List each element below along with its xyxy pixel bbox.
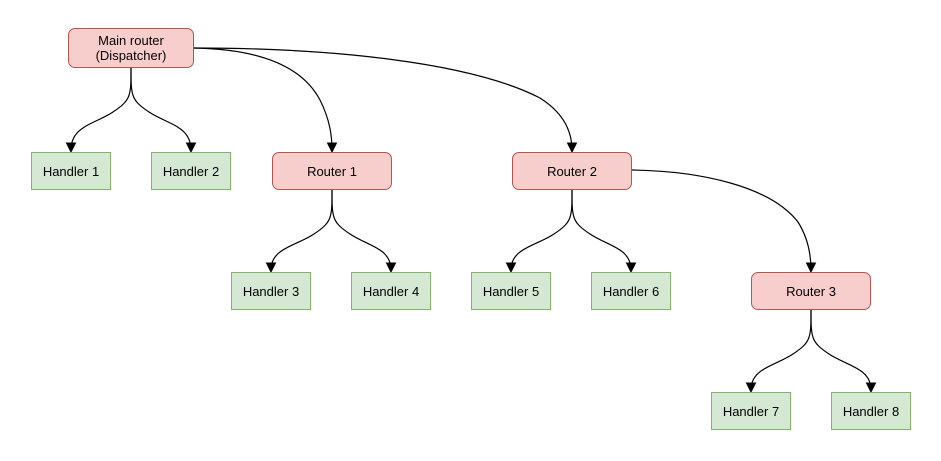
edge-router-1-to-handler-4 (331, 189, 392, 271)
arrowhead-head-handler-1 (65, 142, 77, 154)
edge-router-3-to-handler-7 (750, 309, 812, 391)
arrowhead-head-handler-8 (865, 382, 877, 394)
node-handler-7[interactable]: Handler 7 (711, 392, 791, 430)
node-label: Handler 2 (162, 163, 220, 179)
node-label: Handler 6 (602, 283, 660, 299)
arrowhead-head-handler-5 (505, 262, 517, 274)
arrowhead-head-router-3 (805, 262, 817, 274)
node-main-router[interactable]: Main router (Dispatcher) (68, 28, 194, 68)
node-handler-8[interactable]: Handler 8 (831, 392, 911, 430)
node-label: Handler 1 (42, 163, 100, 179)
node-label: Handler 7 (722, 403, 780, 419)
node-label: Handler 4 (362, 283, 420, 299)
node-label: Router 1 (307, 163, 357, 179)
node-router-3[interactable]: Router 3 (751, 272, 871, 310)
arrowhead-head-handler-2 (185, 142, 197, 154)
edge-router-1-to-handler-3 (270, 189, 333, 271)
node-handler-3[interactable]: Handler 3 (231, 272, 311, 310)
node-handler-2[interactable]: Handler 2 (151, 152, 231, 190)
edge-router-2-to-handler-6 (571, 189, 632, 271)
arrowhead-head-router-1 (326, 142, 338, 154)
edge-router-2-to-handler-5 (510, 189, 573, 271)
node-label: Handler 8 (842, 403, 900, 419)
node-label: Handler 3 (242, 283, 300, 299)
edge-main-to-handler-1 (70, 67, 132, 151)
arrowhead-head-router-2 (566, 142, 578, 154)
edge-router-3-to-handler-8 (810, 309, 872, 391)
node-label: Handler 5 (482, 283, 540, 299)
edge-main-to-router-1 (193, 47, 333, 151)
arrowhead-head-handler-4 (385, 262, 397, 274)
arrowhead-head-handler-7 (745, 382, 757, 394)
edge-main-to-handler-2 (130, 67, 192, 151)
node-label: Router 2 (547, 163, 597, 179)
node-handler-4[interactable]: Handler 4 (351, 272, 431, 310)
arrowhead-head-handler-3 (265, 262, 277, 274)
node-handler-1[interactable]: Handler 1 (31, 152, 111, 190)
node-label: Router 3 (786, 283, 836, 299)
node-label: Main router (Dispatcher) (95, 33, 167, 63)
arrowhead-head-handler-6 (625, 262, 637, 274)
edge-router-2-to-router-3 (631, 169, 812, 271)
node-handler-6[interactable]: Handler 6 (591, 272, 671, 310)
node-router-1[interactable]: Router 1 (272, 152, 392, 190)
node-router-2[interactable]: Router 2 (512, 152, 632, 190)
edge-main-to-router-2 (193, 47, 573, 151)
node-handler-5[interactable]: Handler 5 (471, 272, 551, 310)
